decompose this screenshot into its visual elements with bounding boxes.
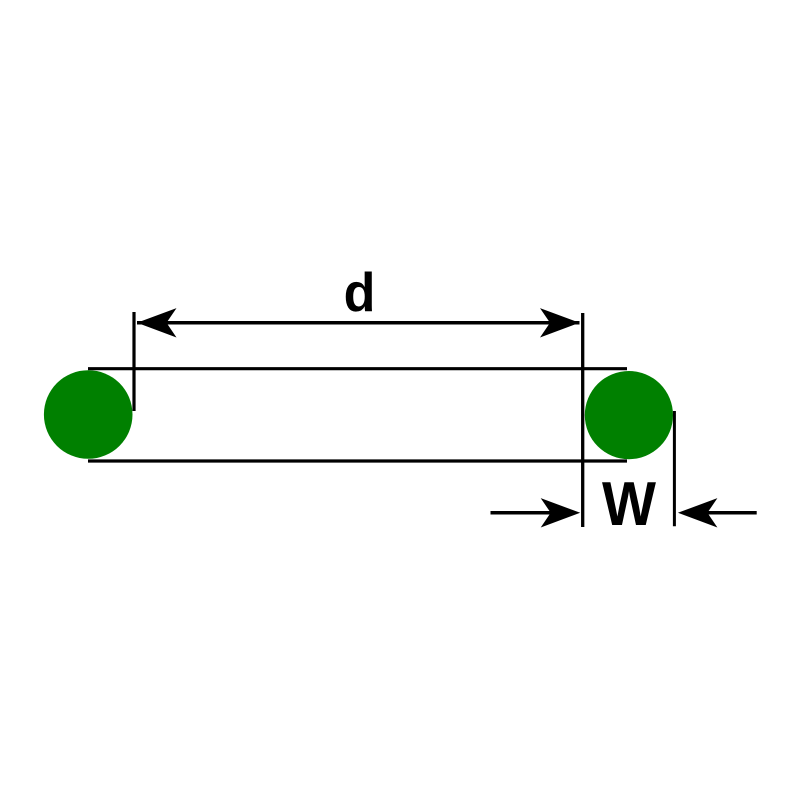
svg-text:d: d <box>344 261 376 323</box>
svg-text:W: W <box>602 470 656 539</box>
